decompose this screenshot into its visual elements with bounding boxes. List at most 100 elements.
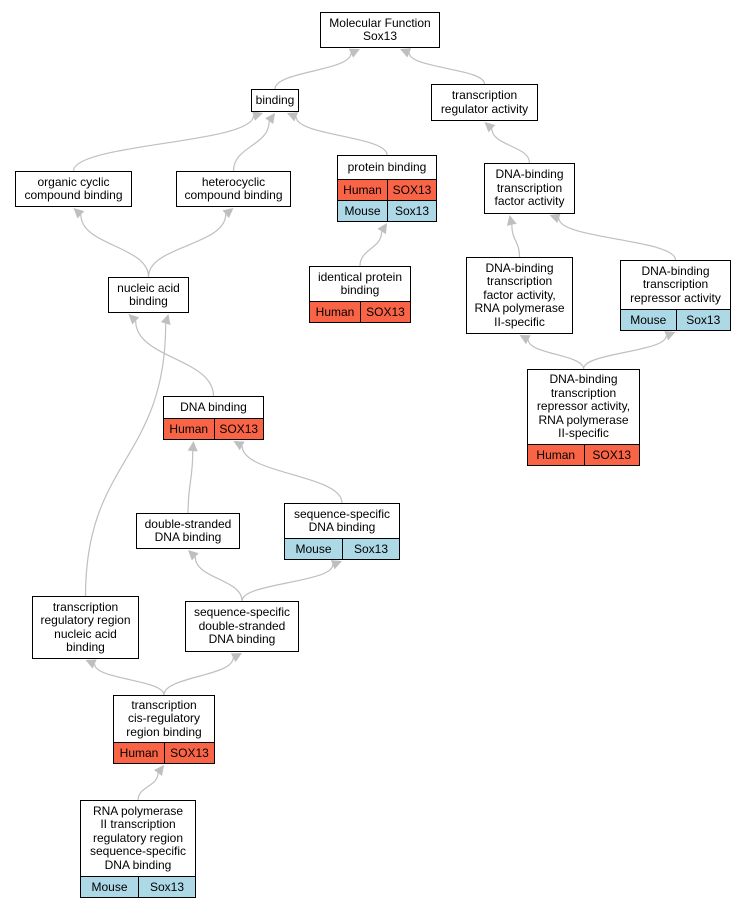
go-term-label-line: DNA binding (308, 520, 376, 534)
go-term-label-line: nucleic acid (54, 626, 117, 641)
edge-arrowhead (154, 765, 164, 777)
go-term-label-line: DNA binding (180, 399, 247, 414)
edge-dnab-to-nab (135, 320, 215, 397)
species-name: Mouse (630, 313, 667, 327)
edge-nab-to-hcb (147, 214, 227, 278)
go-term-label-line: sequence-specific (293, 506, 391, 521)
gene-symbol: Sox13 (342, 539, 399, 559)
edge-arrowhead (549, 213, 561, 224)
go-term-label-line: DNA-binding (495, 167, 564, 182)
species-name: Human (315, 305, 355, 319)
go-term-label-line: transcription (451, 88, 518, 102)
edge-arrowhead (265, 113, 275, 125)
gene-symbol: SOX13 (387, 180, 436, 200)
go-term-label-line: transcription (550, 385, 617, 400)
go-term-label-line: transcription (52, 599, 119, 614)
edge-arrowhead (330, 560, 342, 570)
edge-ssdsdb-to-ssdb (241, 564, 334, 602)
go-term-label-line: DNA-binding (485, 260, 554, 275)
edge-arrowhead (233, 441, 245, 451)
edge-ssdb-to-dnab (241, 445, 343, 504)
edge-arrowhead (287, 112, 299, 122)
edge-arrowhead (230, 653, 242, 663)
edge-arrowhead (160, 314, 171, 326)
edge-ssdsdb-to-dsdb (194, 556, 243, 602)
species-name: Human (119, 746, 159, 760)
go-term-label-line: regulatory region (92, 830, 184, 845)
species-name: Human (169, 422, 209, 436)
edge-dbtfa2-to-dbtfa (511, 224, 521, 258)
go-term-label-line: double-stranded (144, 516, 232, 531)
go-term-label-line: regulatory region (40, 613, 131, 627)
edge-dbtra-to-dbtfa (558, 218, 677, 261)
species-name: Mouse (91, 880, 128, 894)
go-term-label-line: cis-regulatory (127, 711, 201, 726)
go-term-label-line: RNA polymerase (92, 803, 184, 818)
go-term-label-line: transcription (131, 697, 197, 712)
go-term-label-line: identical protein (317, 269, 403, 284)
edge-arrowhead (484, 122, 496, 133)
edge-dsdb-to-dnab (187, 450, 194, 514)
go-term-label-line: factor activity (494, 194, 565, 209)
go-term-node-binding[interactable]: binding (251, 89, 299, 112)
edge-arrowhead (251, 111, 263, 121)
edge-dbtfa-to-tra (491, 128, 531, 164)
go-term-label-line: transcription (496, 180, 563, 195)
go-term-label-line: II-specific (494, 314, 545, 329)
go-term-label-line: organic cyclic (37, 174, 110, 189)
go-term-label-line: DNA binding (208, 632, 276, 647)
edge-occb-to-binding (72, 115, 255, 172)
go-term-label-line: Molecular Function (329, 15, 431, 30)
edge-arrowhead (519, 335, 531, 345)
species-name: Mouse (344, 204, 381, 218)
edge-trrnab-to-nab (84, 323, 167, 597)
go-term-label-line: RNA polymerase (474, 301, 565, 316)
go-term-label-line: sequence-specific (193, 605, 291, 620)
edge-arrowhead (506, 215, 517, 226)
go-term-label-line: double-stranded (198, 618, 286, 633)
go-term-label-line: Sox13 (362, 29, 398, 43)
edge-arrowhead (73, 208, 85, 219)
edge-arrowhead (188, 550, 199, 561)
edge-arrowhead (664, 331, 676, 341)
edge-tra-to-mf (408, 52, 486, 85)
go-term-label: binding (252, 90, 298, 111)
go-term-label-line: protein binding (347, 159, 427, 174)
go-term-label-line: binding (255, 92, 295, 107)
